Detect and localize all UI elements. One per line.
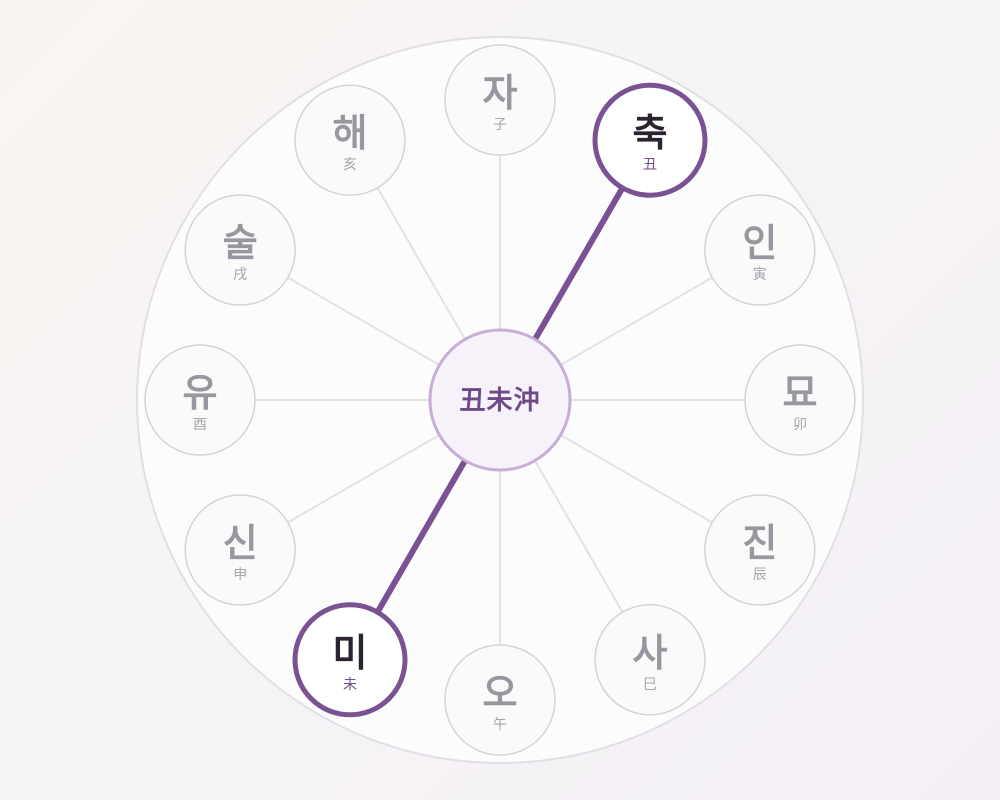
branch-node-myo: 묘卯 bbox=[744, 344, 856, 456]
branch-node-ja: 자子 bbox=[444, 44, 556, 156]
branch-node-mi: 미未 bbox=[292, 602, 408, 718]
branch-node-chuk: 축丑 bbox=[592, 82, 708, 198]
branch-korean-mi: 미 bbox=[333, 631, 368, 675]
spoke-sa bbox=[534, 460, 624, 613]
branch-circle-hae bbox=[294, 84, 406, 196]
branch-node-sul: 술戌 bbox=[184, 194, 296, 306]
branch-hanja-sa: 巳 bbox=[643, 677, 657, 693]
branch-korean-yu: 유 bbox=[183, 371, 218, 415]
center-label: 丑未沖 bbox=[459, 386, 540, 416]
branch-korean-myo: 묘 bbox=[783, 371, 818, 415]
spoke-sul bbox=[287, 276, 440, 366]
branch-hanja-sul: 戌 bbox=[233, 267, 247, 283]
spoke-in bbox=[560, 276, 713, 366]
branch-korean-sul: 술 bbox=[223, 221, 258, 265]
branch-hanja-myo: 卯 bbox=[793, 417, 807, 433]
clash-segment-mi bbox=[374, 457, 468, 616]
branch-circle-in bbox=[704, 194, 816, 306]
branch-korean-o: 오 bbox=[483, 671, 518, 715]
branch-korean-ja: 자 bbox=[483, 71, 518, 115]
branch-circle-myo bbox=[744, 344, 856, 456]
branch-korean-jin: 진 bbox=[742, 521, 777, 565]
branch-korean-sa: 사 bbox=[633, 631, 668, 675]
branch-hanja-hae: 亥 bbox=[343, 157, 357, 173]
branch-hanja-yu: 酉 bbox=[193, 417, 207, 433]
branch-korean-chuk: 축 bbox=[633, 111, 668, 155]
branch-circle-sin bbox=[184, 494, 296, 606]
branch-circle-chuk bbox=[592, 82, 708, 198]
branch-korean-hae: 해 bbox=[333, 111, 368, 155]
branch-circle-mi bbox=[292, 602, 408, 718]
spoke-jin bbox=[560, 434, 713, 524]
branch-node-hae: 해亥 bbox=[294, 84, 406, 196]
branch-circle-o bbox=[444, 644, 556, 756]
branch-hanja-chuk: 丑 bbox=[643, 157, 657, 173]
branch-korean-sin: 신 bbox=[223, 521, 258, 565]
branch-circle-ja bbox=[444, 44, 556, 156]
branch-node-in: 인寅 bbox=[704, 194, 816, 306]
branch-hanja-in: 寅 bbox=[753, 266, 767, 283]
spoke-sin bbox=[287, 434, 440, 524]
center-node: 丑未沖 bbox=[428, 328, 572, 472]
branch-node-yu: 유酉 bbox=[144, 344, 256, 456]
branch-node-jin: 진辰 bbox=[704, 494, 816, 606]
branch-circle-sul bbox=[184, 194, 296, 306]
branch-circle-sa bbox=[594, 604, 706, 716]
branch-hanja-sin: 申 bbox=[233, 567, 247, 583]
spoke-hae bbox=[376, 187, 466, 340]
branch-node-sa: 사巳 bbox=[594, 604, 706, 716]
center-circle bbox=[428, 328, 572, 472]
clash-line bbox=[374, 184, 626, 616]
branch-korean-in: 인 bbox=[742, 221, 777, 265]
clash-segment-chuk bbox=[532, 184, 626, 343]
branch-node-sin: 신申 bbox=[184, 494, 296, 606]
branch-hanja-ja: 子 bbox=[493, 117, 507, 133]
branch-hanja-jin: 辰 bbox=[753, 567, 767, 583]
branch-node-o: 오午 bbox=[444, 644, 556, 756]
branch-hanja-o: 午 bbox=[493, 717, 507, 733]
branch-circle-yu bbox=[144, 344, 256, 456]
branch-circle-jin bbox=[704, 494, 816, 606]
branch-hanja-mi: 未 bbox=[343, 677, 357, 693]
